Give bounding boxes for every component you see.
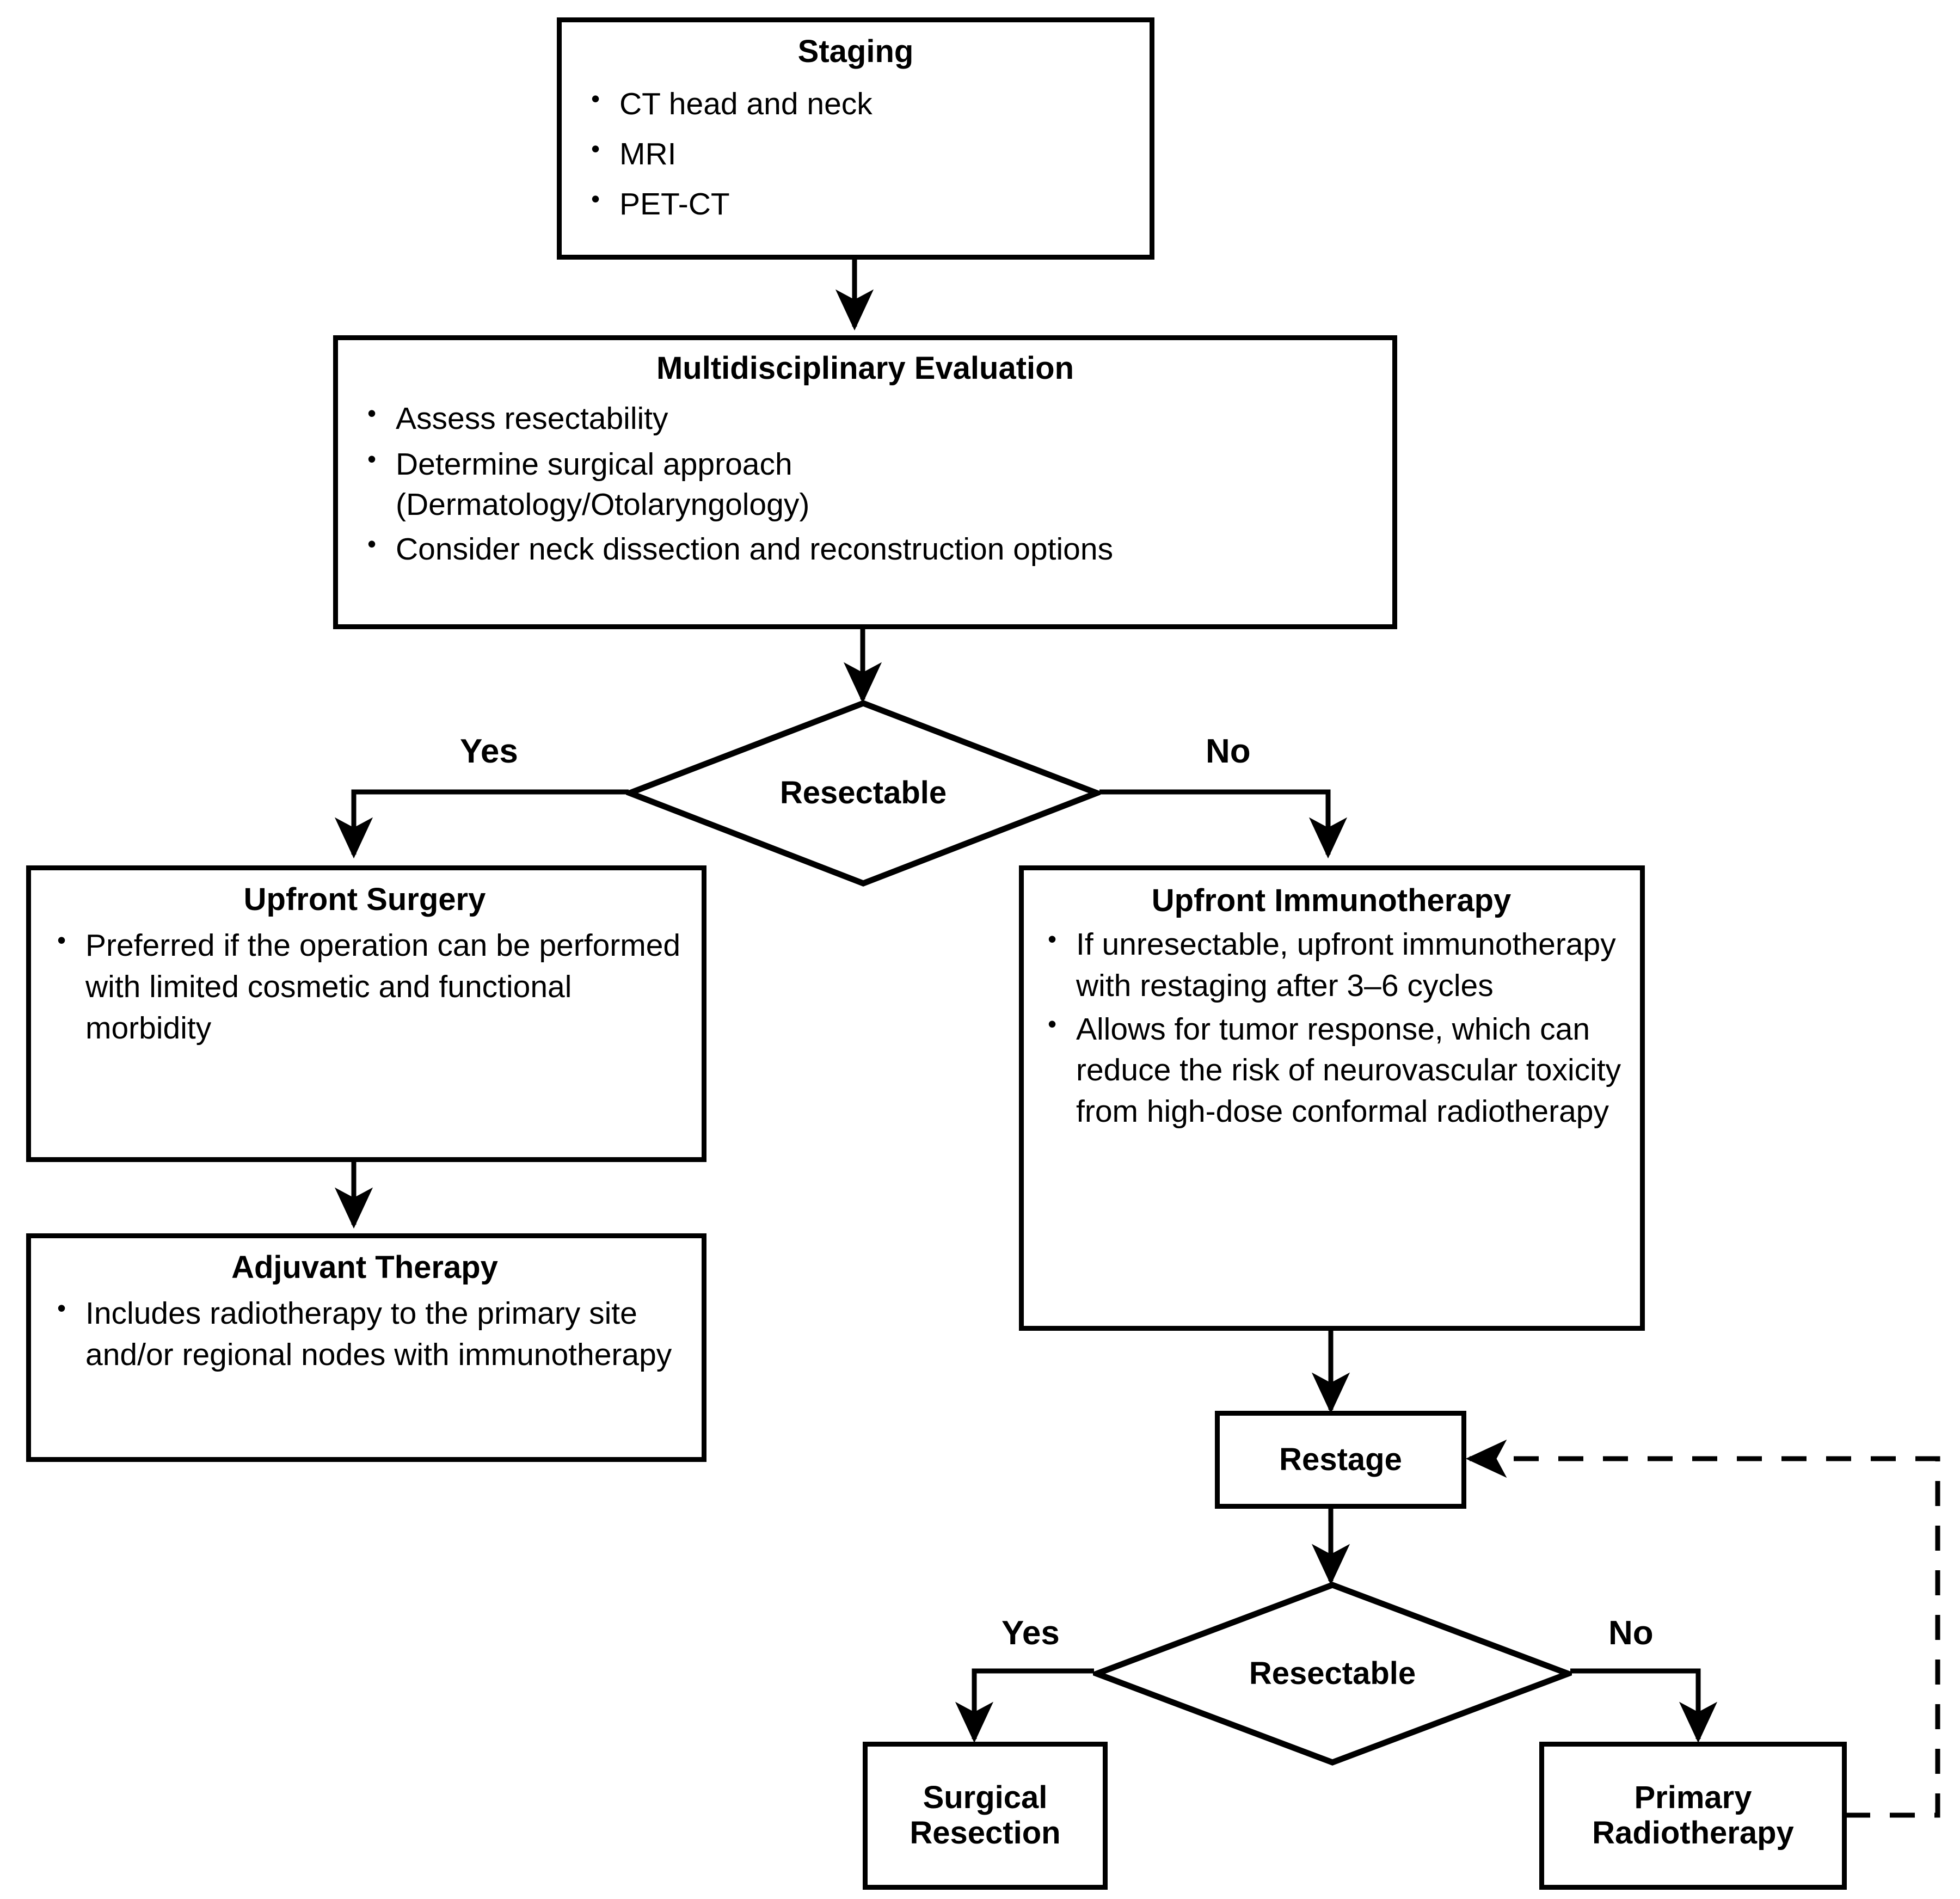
edge-resectable1-no-to-upfront-immunotherapy [1099,789,1348,859]
edge-resectable2-yes-to-surgical-resection [955,1668,1094,1743]
primary-radiotherapy-title-line2: Radiotherapy [1592,1815,1794,1851]
list-item: •MRI [586,134,1135,174]
adjuvant-therapy-list: •Includes radiotherapy to the primary si… [44,1293,685,1376]
surgical-resection-title-line2: Resection [910,1815,1061,1851]
node-primary-radiotherapy[interactable]: Primary Radiotherapy [1539,1742,1847,1890]
node-resectable-decision-2[interactable]: Resectable [1093,1581,1572,1766]
node-staging[interactable]: Staging •CT head and neck •MRI •PET-CT [557,17,1154,260]
multidisciplinary-title: Multidisciplinary Evaluation [656,351,1074,386]
node-restage[interactable]: Restage [1215,1411,1466,1509]
list-item: •If unresectable, upfront immunotherapy … [1042,924,1627,1007]
bullet-icon: • [57,925,66,954]
diamond-shape [626,700,1101,887]
edge-label-yes-1: Yes [460,733,518,770]
list-item: •Allows for tumor response, which can re… [1042,1009,1627,1133]
adjuvant-therapy-title: Adjuvant Therapy [231,1250,498,1285]
node-upfront-surgery[interactable]: Upfront Surgery •Preferred if the operat… [26,865,706,1162]
staging-title: Staging [797,34,914,69]
upfront-immunotherapy-title: Upfront Immunotherapy [1151,883,1512,918]
list-item: •Determine surgical approach (Dermatolog… [362,444,973,525]
upfront-surgery-list: •Preferred if the operation can be perfo… [44,925,685,1049]
list-item: •Assess resectability [362,398,1378,439]
edge-label-yes-2: Yes [1001,1614,1060,1652]
node-multidisciplinary-evaluation[interactable]: Multidisciplinary Evaluation •Assess res… [333,335,1397,629]
list-item: •PET-CT [586,184,1135,224]
staging-list: •CT head and neck •MRI •PET-CT [576,84,1135,224]
bullet-icon: • [1048,1009,1057,1038]
bullet-icon: • [367,445,377,474]
edge-resectable2-no-to-primary-radiotherapy [1570,1668,1718,1743]
bullet-icon: • [57,1293,66,1322]
bullet-icon: • [1048,924,1057,953]
bullet-icon: • [367,398,377,427]
edge-label-no-1: No [1206,733,1251,770]
upfront-immunotherapy-list: •If unresectable, upfront immunotherapy … [1036,924,1627,1133]
list-item: •Consider neck dissection and reconstruc… [362,529,1378,569]
diamond-shape [1093,1582,1572,1766]
multidisciplinary-list: •Assess resectability •Determine surgica… [352,398,1378,569]
bullet-icon: • [591,185,600,213]
primary-radiotherapy-title-line1: Primary [1634,1780,1752,1816]
restage-title: Restage [1279,1441,1402,1477]
bullet-icon: • [591,84,600,113]
node-adjuvant-therapy[interactable]: Adjuvant Therapy •Includes radiotherapy … [26,1233,706,1462]
node-resectable-decision-1[interactable]: Resectable [626,699,1101,887]
list-item: •CT head and neck [586,84,1135,124]
node-surgical-resection[interactable]: Surgical Resection [863,1742,1108,1890]
list-item: •Preferred if the operation can be perfo… [52,925,685,1049]
edge-label-no-2: No [1608,1614,1654,1652]
edge-resectable1-yes-to-upfront-surgery [334,789,629,859]
upfront-surgery-title: Upfront Surgery [243,882,486,917]
bullet-icon: • [367,530,377,558]
edge-primary-radiotherapy-to-restage-dashed [1465,1439,1940,1818]
list-item: •Includes radiotherapy to the primary si… [52,1293,685,1376]
bullet-icon: • [591,134,600,163]
surgical-resection-title-line1: Surgical [923,1780,1048,1816]
node-upfront-immunotherapy[interactable]: Upfront Immunotherapy •If unresectable, … [1019,865,1645,1331]
